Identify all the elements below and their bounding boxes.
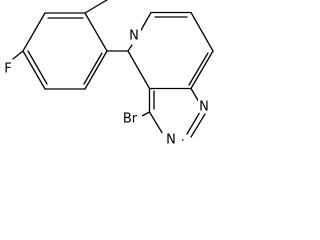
bond: [190, 87, 200, 103]
bond: [22, 50, 46, 90]
bond: [22, 12, 46, 52]
bond: [127, 44, 133, 52]
bond: [84, 50, 108, 90]
atom-mask: [198, 99, 212, 113]
bond: [186, 111, 201, 135]
bond: [84, 12, 108, 52]
bond: [12, 50, 24, 60]
atom-mask: [160, 133, 182, 147]
atom-bromine: Br: [123, 112, 138, 127]
atom-n-pyrimidine-top: N: [199, 100, 209, 115]
bond: [190, 50, 214, 90]
atom-mask: [118, 111, 142, 127]
bond: [148, 111, 165, 137]
bond: [83, 52, 103, 85]
bond: [84, 0, 108, 14]
atom-n-pyrimidine-bottom: N: [166, 133, 176, 148]
atom-n-pyridine: N: [129, 29, 139, 44]
structure-diagram: N N N Br F: [0, 0, 214, 148]
atom-mask: [0, 61, 16, 77]
atom-fluorine: F: [4, 62, 11, 77]
molecule-canvas: N N N Br F: [0, 0, 214, 148]
bond: [190, 113, 206, 138]
bond: [188, 52, 209, 86]
bond: [27, 50, 48, 85]
bond: [127, 50, 151, 90]
bond: [190, 11, 214, 52]
atom-mask: [127, 28, 141, 42]
